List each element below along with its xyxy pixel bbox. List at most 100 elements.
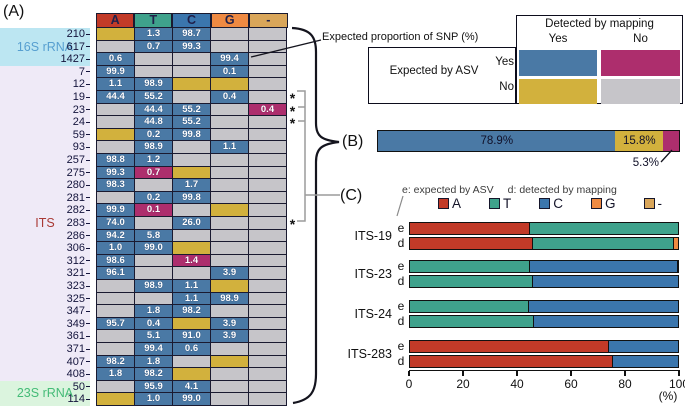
matrix-row-label: 325 bbox=[24, 293, 90, 306]
legend-swatch-T bbox=[489, 198, 501, 209]
matrix-cell-19-G: 0.4 bbox=[211, 91, 249, 104]
matrix-cell-7-- bbox=[249, 65, 287, 79]
legend-label-C: C bbox=[553, 196, 564, 211]
matrix-cell-275-T: 0.7 bbox=[135, 166, 173, 180]
matrix-cell-286-- bbox=[249, 229, 287, 243]
matrix-cell-361-- bbox=[249, 330, 287, 343]
legend-item-A: A bbox=[438, 197, 461, 210]
matrix-cell-19-T: 55.2 bbox=[135, 91, 173, 104]
asterisk-row-283: * bbox=[289, 216, 296, 232]
panel-b-stacked-bar: 78.9%15.8% bbox=[377, 130, 680, 152]
matrix-cell-210-A bbox=[97, 28, 135, 41]
matrix-cell-407-G bbox=[211, 355, 249, 369]
matrix-cell-93-- bbox=[249, 141, 287, 154]
matrix-row-label: 306 bbox=[24, 242, 90, 255]
expected-yes-row-label: Yes bbox=[495, 56, 514, 68]
matrix-row-label: 349 bbox=[24, 318, 90, 331]
bar-ITS-24-e bbox=[409, 300, 679, 313]
matrix-cell-1427-A: 0.6 bbox=[97, 53, 135, 66]
matrix-cell-281-A bbox=[97, 191, 135, 205]
matrix-row-label: 408 bbox=[24, 368, 90, 381]
matrix-cell-12-G bbox=[211, 78, 249, 91]
matrix-cell-312-G bbox=[211, 254, 249, 268]
x-axis-tick bbox=[408, 371, 410, 376]
matrix-cell-23-G bbox=[211, 103, 249, 117]
matrix-cell-19-- bbox=[249, 91, 287, 104]
matrix-cell-12-T: 98.9 bbox=[135, 78, 173, 91]
matrix-row-label: 280 bbox=[24, 179, 90, 192]
matrix-row-label: 93 bbox=[24, 141, 90, 154]
matrix-cell-323-A bbox=[97, 280, 135, 293]
matrix-cell-50-- bbox=[249, 380, 287, 394]
matrix-cell-23-C: 55.2 bbox=[173, 103, 211, 117]
matrix-row-label: 257 bbox=[24, 154, 90, 167]
matrix-cell-7-A: 99.9 bbox=[97, 65, 135, 79]
row-label-d: d bbox=[397, 236, 405, 250]
matrix-row-label: 19 bbox=[24, 91, 90, 104]
matrix-cell-407-T: 1.8 bbox=[135, 355, 173, 369]
matrix-cell-408-- bbox=[249, 368, 287, 381]
legend-swatch-yes-no bbox=[601, 50, 680, 76]
matrix-cell-1427-- bbox=[249, 53, 287, 66]
panel-c-group-label: ITS-24 bbox=[354, 307, 392, 321]
matrix-cell-24-G bbox=[211, 116, 249, 129]
bar-ITS-283-e bbox=[409, 340, 679, 353]
matrix-cell-321-- bbox=[249, 267, 287, 280]
matrix-cell-59-G bbox=[211, 128, 249, 142]
matrix-cell-257-G bbox=[211, 154, 249, 167]
matrix-cell-323-- bbox=[249, 280, 287, 293]
matrix-row-label: 7 bbox=[24, 66, 90, 79]
matrix-cell-282-T: 0.1 bbox=[135, 204, 173, 217]
matrix-cell-281-- bbox=[249, 191, 287, 205]
bar-ITS-283-e-seg-C bbox=[608, 341, 678, 352]
column-header-A: A bbox=[96, 13, 135, 28]
matrix-row-label: 12 bbox=[24, 78, 90, 91]
matrix-cell-7-C bbox=[173, 65, 211, 79]
x-axis-tick-label: 80 bbox=[618, 377, 632, 391]
row-label-d: d bbox=[397, 354, 405, 368]
bar-ITS-24-e-seg-C bbox=[528, 301, 678, 312]
matrix-cell-321-T bbox=[135, 267, 173, 280]
matrix-cell-114-G bbox=[211, 393, 249, 406]
panel-c-subtitle: e: expected by ASV d: detected by mappin… bbox=[402, 184, 617, 196]
matrix-cell-407-A: 98.2 bbox=[97, 355, 135, 369]
matrix-cell-257-A: 98.8 bbox=[97, 154, 135, 167]
matrix-cell-280-A: 98.3 bbox=[97, 179, 135, 192]
matrix-cell-347-- bbox=[249, 305, 287, 318]
matrix-cell-349-G: 3.9 bbox=[211, 317, 249, 331]
x-axis-tick bbox=[570, 371, 572, 376]
matrix-cell-325-G: 98.9 bbox=[211, 292, 249, 306]
x-axis-tick bbox=[624, 371, 626, 376]
matrix-cell-349-C bbox=[173, 317, 211, 331]
legend-item-T: T bbox=[489, 197, 511, 210]
x-axis-tick-label: 100 bbox=[668, 377, 685, 391]
matrix-cell-24-T: 44.8 bbox=[135, 116, 173, 129]
matrix-cell-59-- bbox=[249, 128, 287, 142]
matrix-cell-361-T: 5.1 bbox=[135, 330, 173, 343]
bar-ITS-23-d-seg-T bbox=[410, 276, 532, 287]
x-axis-tick-label: 0 bbox=[405, 377, 413, 391]
matrix-cell-280-C: 1.7 bbox=[173, 179, 211, 192]
bar-ITS-19-d-seg-T bbox=[531, 238, 674, 249]
panel-b-magenta-label: 5.3% bbox=[632, 157, 659, 169]
expected-no-row-label: No bbox=[499, 81, 514, 93]
matrix-row-label: 281 bbox=[24, 192, 90, 205]
matrix-cell-281-G bbox=[211, 191, 249, 205]
matrix-cell-408-C bbox=[173, 368, 211, 381]
matrix-row-label: 407 bbox=[24, 356, 90, 369]
legend-swatch-G bbox=[591, 198, 603, 209]
asterisk-row-24: * bbox=[289, 115, 296, 132]
